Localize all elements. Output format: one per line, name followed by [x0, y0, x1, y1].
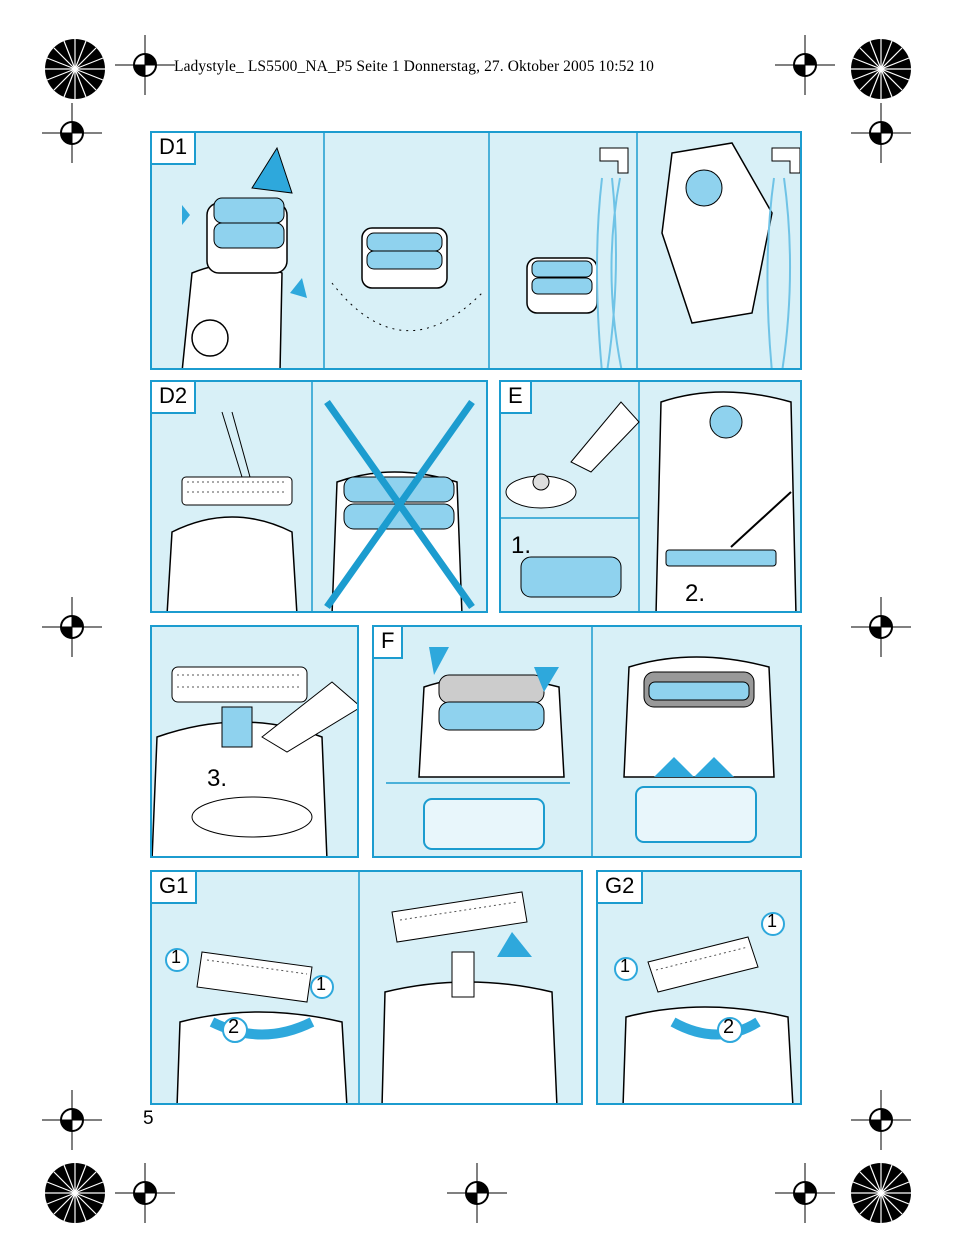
crosshair-mark [851, 103, 911, 163]
panel-label-d1: D1 [152, 133, 197, 165]
panel-label-f: F [374, 627, 404, 659]
callout-3: 3. [207, 765, 228, 792]
f-illustration [386, 627, 775, 856]
crosshair-mark [851, 597, 911, 657]
panel-e: E 1. 2. [499, 380, 802, 613]
panel-label-g1: G1 [152, 872, 198, 904]
crosshair-mark [42, 103, 102, 163]
panel-d1: D1 [150, 131, 802, 370]
g2-step-2: 2 [723, 1016, 735, 1038]
crosshair-mark [447, 1163, 507, 1223]
crosshair-mark [851, 1090, 911, 1150]
registration-mark-top-right [851, 39, 911, 99]
d2-illustration [166, 382, 475, 611]
registration-mark-bottom-right [851, 1163, 911, 1223]
crosshair-mark [115, 35, 175, 95]
d1-illustration [181, 133, 800, 368]
panel-label-d2: D2 [152, 382, 197, 414]
g1-illustration [165, 872, 558, 1103]
crosshair-mark [42, 597, 102, 657]
page-number: 5 [143, 1108, 154, 1129]
g2-step-1-right: 1 [767, 911, 778, 931]
g2-step-1-left: 1 [620, 956, 631, 976]
print-header: Ladystyle_ LS5500_NA_P5 Seite 1 Donnerst… [174, 58, 655, 75]
callout-1: 1. [511, 532, 532, 559]
registration-mark-top-left [45, 39, 105, 99]
g2-illustration [614, 912, 794, 1103]
crosshair-mark [115, 1163, 175, 1223]
g1-step-1-right: 1 [316, 974, 327, 994]
oiling-illustration [152, 666, 357, 856]
panel-d2: D2 [150, 380, 488, 613]
panel-oiling: 3. [150, 625, 359, 858]
crosshair-mark [42, 1090, 102, 1150]
panel-f: F [372, 625, 802, 858]
panel-label-e: E [501, 382, 532, 414]
panel-g1: G1 1 1 2 [150, 870, 583, 1105]
callout-2: 2. [685, 580, 706, 607]
panel-label-g2: G2 [598, 872, 644, 904]
crosshair-mark [775, 35, 835, 95]
panel-g2: G2 1 1 2 [596, 870, 802, 1105]
g1-step-1-left: 1 [171, 947, 182, 967]
crosshair-mark [775, 1163, 835, 1223]
registration-mark-bottom-left [45, 1163, 105, 1223]
e-illustration [501, 382, 797, 611]
g1-step-2: 2 [228, 1016, 240, 1038]
